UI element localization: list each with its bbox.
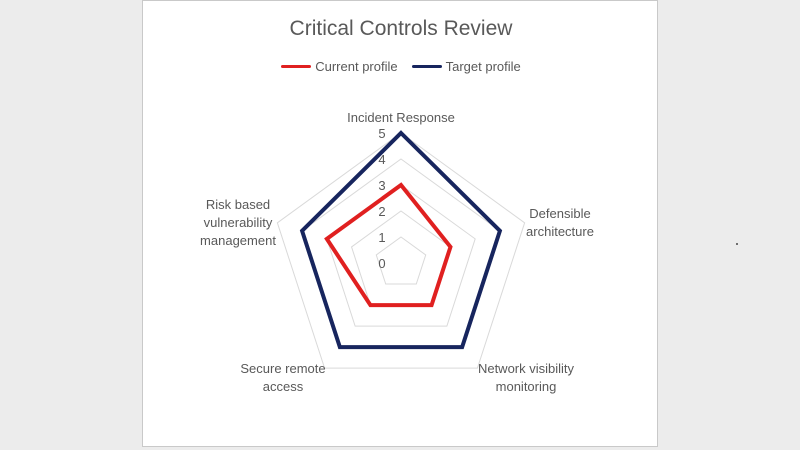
grid-ring-5 <box>276 132 526 369</box>
axis-label-0-line-0: Incident Response <box>347 110 455 125</box>
chart-card: Critical Controls Review Current profile… <box>142 0 658 447</box>
tick-label-5: 5 <box>378 126 385 141</box>
axis-label-3-line-1: access <box>263 379 304 394</box>
tick-label-0: 0 <box>378 256 385 271</box>
axis-label-2-line-1: monitoring <box>496 379 557 394</box>
axis-label-2-line-0: Network visibility <box>478 361 575 376</box>
legend-label-target: Target profile <box>445 59 521 74</box>
series-line-current <box>324 182 453 308</box>
tick-label-1: 1 <box>378 230 385 245</box>
axis-label-4-line-2: management <box>200 233 276 248</box>
axis-label-4-line-1: vulnerability <box>204 215 273 230</box>
chart-title: Critical Controls Review <box>289 17 513 40</box>
grid-ring-1 <box>375 236 427 285</box>
axis-label-4-line-0: Risk based <box>206 197 270 212</box>
axis-label-1-line-1: architecture <box>526 224 594 239</box>
stray-dot <box>736 243 738 245</box>
series-line-target <box>299 130 503 350</box>
legend: Current profile Target profile <box>143 59 659 74</box>
tick-label-3: 3 <box>378 178 385 193</box>
tick-label-2: 2 <box>378 204 385 219</box>
legend-label-current: Current profile <box>315 59 398 74</box>
axis-label-1-line-0: Defensible <box>529 206 590 221</box>
legend-swatch-current <box>281 65 312 68</box>
axis-label-3-line-0: Secure remote <box>240 361 325 376</box>
tick-label-4: 4 <box>378 152 385 167</box>
legend-swatch-target <box>411 65 442 68</box>
legend-item-current: Current profile <box>281 59 398 74</box>
legend-item-target: Target profile <box>411 59 521 74</box>
